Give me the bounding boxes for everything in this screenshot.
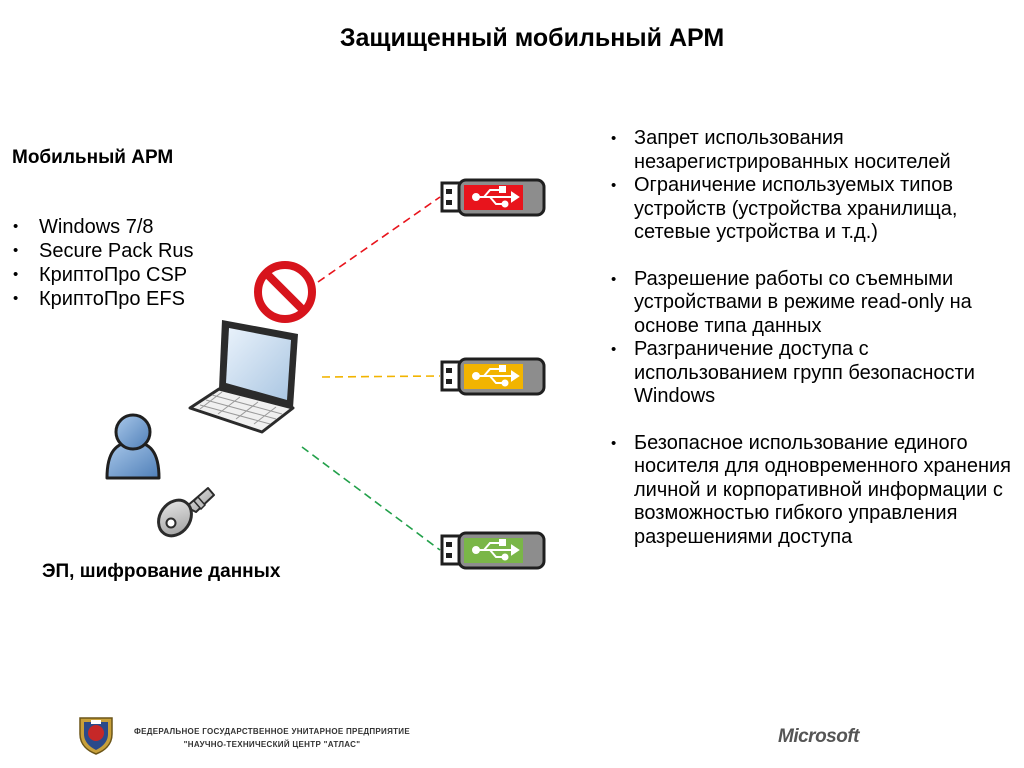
list-item: Windows 7/8 — [12, 215, 194, 239]
slide-title: Защищенный мобильный АРМ — [339, 24, 725, 52]
org-line: ФЕДЕРАЛЬНОЕ ГОСУДАРСТВЕННОЕ УНИТАРНОЕ ПР… — [134, 727, 410, 736]
key-icon — [157, 487, 215, 538]
org-line: "НАУЧНО-ТЕХНИЧЕСКИЙ ЦЕНТР "АТЛАС" — [183, 740, 361, 749]
usb-drive-icon — [440, 531, 546, 570]
list-item: КриптоПро CSP — [12, 263, 194, 287]
list-item: Ограничение используемых типов устройств… — [608, 174, 1016, 245]
organization-name: ФЕДЕРАЛЬНОЕ ГОСУДАРСТВЕННОЕ УНИТАРНОЕ ПР… — [132, 725, 412, 751]
blocked-link-line — [317, 196, 441, 283]
no-entry-icon — [254, 261, 316, 323]
feature-list: Запрет использования незарегистрированны… — [608, 127, 1016, 549]
list-item: Разграничение доступа с использованием г… — [608, 338, 1016, 409]
readonly-link-line — [321, 375, 441, 378]
atlas-emblem-icon — [79, 717, 113, 755]
left-heading: Мобильный АРМ — [12, 147, 174, 168]
user-icon — [105, 413, 161, 480]
microsoft-logo: Microsoft — [778, 726, 860, 747]
usb-drive-icon — [440, 178, 546, 217]
list-item: КриптоПро EFS — [12, 287, 194, 311]
list-item: Запрет использования незарегистрированны… — [608, 127, 1016, 174]
laptop-icon — [188, 320, 298, 434]
ep-caption: ЭП, шифрование данных — [42, 561, 281, 582]
list-item: Безопасное использование единого носител… — [608, 432, 1016, 550]
allowed-link-line — [301, 446, 441, 551]
list-item: Secure Pack Rus — [12, 239, 194, 263]
software-list: Windows 7/8 Secure Pack Rus КриптоПро CS… — [12, 215, 194, 311]
list-item: Разрешение работы со съемными устройства… — [608, 268, 1016, 339]
usb-drive-icon — [440, 357, 546, 396]
